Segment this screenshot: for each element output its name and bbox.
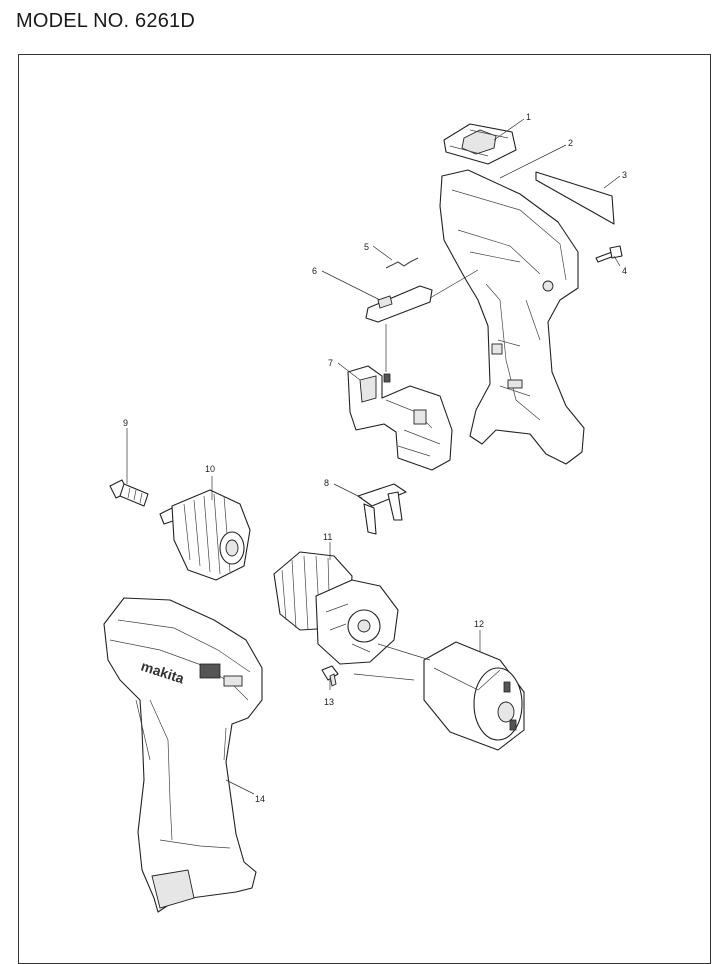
callout-3: 3 — [622, 170, 627, 180]
part-9-bolt — [109, 479, 149, 507]
callout-11: 11 — [323, 532, 332, 542]
part-7-switch — [347, 365, 453, 471]
part-2-housing-half — [439, 169, 585, 465]
callout-12: 12 — [474, 619, 484, 629]
part-5-spring — [385, 257, 419, 269]
part-13-screw — [321, 665, 339, 687]
leader-lines — [126, 118, 621, 795]
callout-4: 4 — [622, 266, 627, 276]
callout-7: 7 — [328, 358, 333, 368]
callout-2: 2 — [568, 138, 573, 148]
callout-14: 14 — [255, 794, 265, 804]
part-6-reversing-lever — [365, 285, 433, 323]
callout-labels: 1 2 3 4 5 6 7 8 9 10 11 12 13 14 — [123, 112, 627, 804]
part-1-lever — [443, 123, 517, 165]
callout-10: 10 — [205, 464, 215, 474]
callout-13: 13 — [324, 697, 334, 707]
part-8-terminal — [357, 483, 407, 535]
part-4-screw — [595, 245, 623, 263]
callout-1: 1 — [526, 112, 531, 122]
part-11-gear-assembly — [273, 551, 399, 665]
part-10-keyless-chuck — [159, 489, 251, 581]
callout-6: 6 — [312, 266, 317, 276]
part-14-housing-set: makita — [103, 597, 263, 913]
model-number-title: MODEL NO. 6261D — [16, 10, 195, 32]
part-12-dc-motor — [423, 641, 525, 751]
callout-5: 5 — [364, 242, 369, 252]
callout-9: 9 — [123, 418, 128, 428]
callout-8: 8 — [324, 478, 329, 488]
part-3-name-plate — [535, 171, 615, 225]
